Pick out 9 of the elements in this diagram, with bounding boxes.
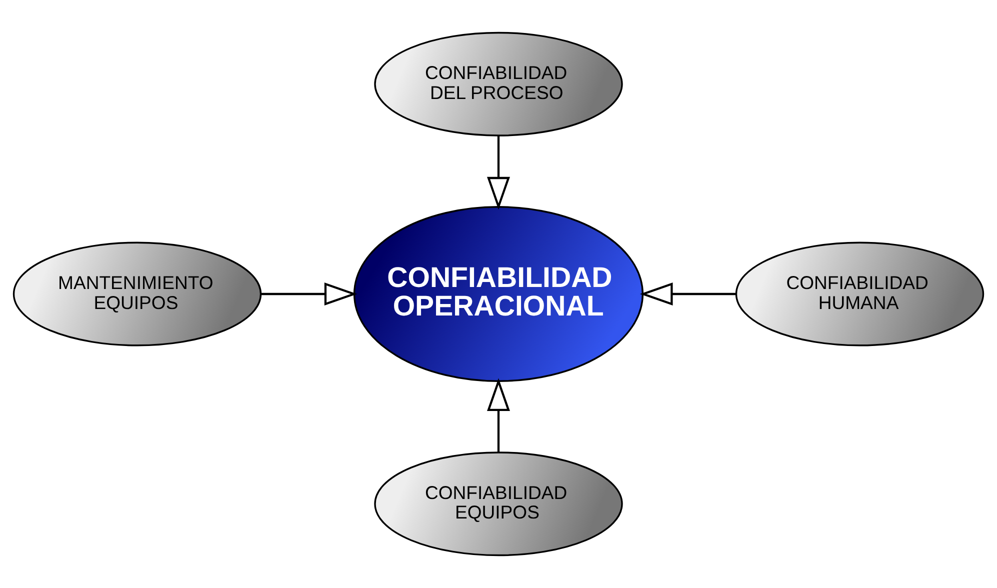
node-ellipse: CONFIABILIDAD DEL PROCESO xyxy=(374,32,623,136)
arrow xyxy=(487,378,510,452)
arrow xyxy=(261,282,358,306)
node-ellipse: MANTENIMIENTO EQUIPOS xyxy=(12,242,262,346)
node-ellipse: CONFIABILIDAD EQUIPOS xyxy=(374,452,623,556)
arrow xyxy=(487,136,510,210)
arrow xyxy=(640,282,736,306)
node-ellipse: CONFIABILIDAD OPERACIONAL xyxy=(353,206,644,382)
node-ellipse: CONFIABILIDAD HUMANA xyxy=(735,242,984,346)
